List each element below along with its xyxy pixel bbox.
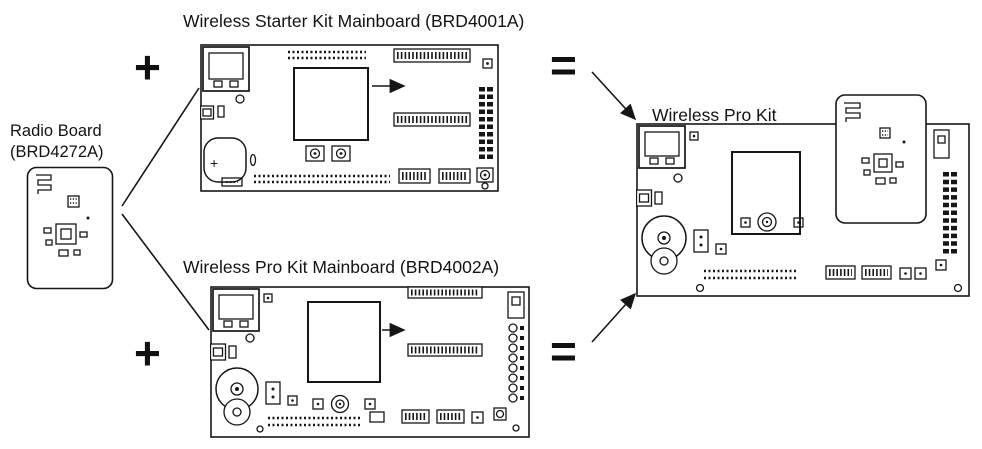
coin-battery-icon	[641, 215, 687, 275]
mounted-radio-board	[835, 94, 927, 224]
socket-column-icon	[508, 323, 524, 403]
battery-holder-icon	[203, 137, 247, 183]
side-connector-icon	[933, 129, 950, 159]
lcd-display-icon	[307, 301, 381, 383]
radio-board-label: Radio Board (BRD4272A)	[10, 121, 104, 162]
debug-connector-icon	[638, 125, 686, 169]
radio-board-drawing	[26, 166, 114, 290]
antenna-icon	[36, 174, 52, 194]
mounting-hole	[695, 283, 705, 293]
usb-connector-icon	[210, 343, 227, 361]
arrow-radio-to-starter	[121, 87, 200, 207]
antenna-icon	[844, 102, 861, 122]
chip-icon	[67, 195, 80, 208]
usb-connector-icon	[636, 189, 653, 207]
joystick-icon	[757, 212, 777, 232]
debug-connector-icon	[212, 288, 260, 332]
expansion-connector-icon	[407, 286, 483, 299]
mounting-hole	[673, 173, 683, 183]
radio-board-outline	[26, 166, 114, 290]
pro-kit-drawing	[636, 94, 970, 297]
mounting-hole	[256, 425, 264, 433]
mounting-hole	[512, 424, 520, 432]
push-button-icon	[305, 145, 325, 162]
plus-operator-top: +	[134, 41, 161, 93]
mounting-hole	[953, 283, 963, 293]
pro-kit-title: Wireless Pro Kit	[652, 105, 777, 125]
pro-mainboard-drawing	[210, 286, 530, 438]
debug-connector-icon	[202, 46, 250, 92]
push-button-icon	[331, 145, 351, 162]
equals-operator-top: =	[550, 39, 577, 91]
ic-chip-icon	[55, 223, 77, 245]
radio-board-name: Radio Board	[10, 122, 102, 140]
pin-header-icon	[943, 172, 957, 254]
radio-board-part: (BRD4272A)	[10, 142, 104, 161]
coin-battery-icon	[215, 367, 259, 426]
chip-icon	[879, 127, 891, 139]
plus-operator-bottom: +	[134, 327, 161, 379]
lcd-display-icon	[293, 67, 369, 141]
mounting-hole	[235, 94, 245, 104]
arrow-starter-to-kit	[591, 71, 637, 121]
starter-kit-board-drawing: +	[200, 44, 499, 192]
mounting-hole	[245, 333, 255, 343]
arrow-pro-mainboard-to-kit	[591, 292, 637, 343]
lcd-display-icon	[731, 151, 801, 235]
mounting-hole	[481, 182, 489, 190]
ic-chip-icon	[873, 153, 893, 173]
side-connector-icon	[507, 291, 525, 319]
joystick-icon	[330, 394, 350, 414]
battery-plus-mark: +	[210, 155, 218, 171]
equals-operator-bottom: =	[550, 325, 577, 377]
pro-mainboard-title: Wireless Pro Kit Mainboard (BRD4002A)	[183, 257, 500, 277]
starter-kit-title: Wireless Starter Kit Mainboard (BRD4001A…	[183, 11, 525, 31]
